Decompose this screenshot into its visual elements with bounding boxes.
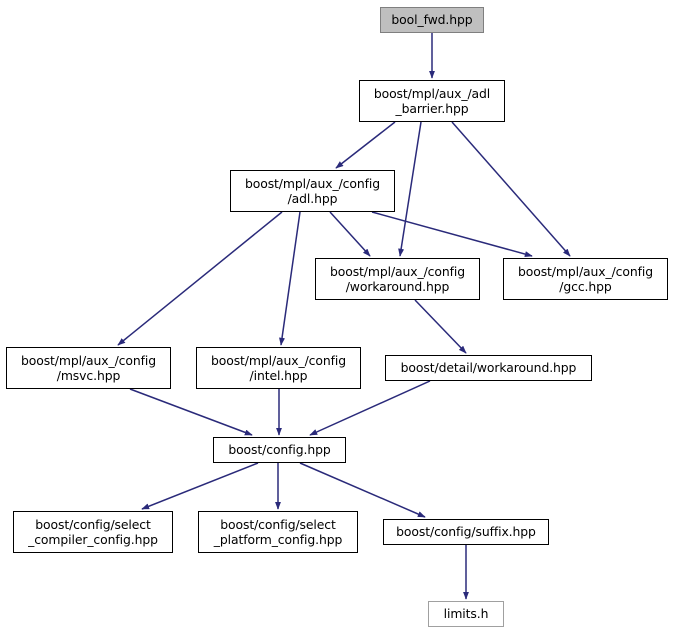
node-config_workaround[interactable]: boost/mpl/aux_/config /workaround.hpp [315, 258, 480, 300]
node-label-config_workaround: boost/mpl/aux_/config /workaround.hpp [329, 263, 466, 295]
edge-detail_workaround-to-boost_config [309, 380, 431, 436]
node-label-config_adl: boost/mpl/aux_/config /adl.hpp [244, 175, 381, 207]
node-label-config_intel: boost/mpl/aux_/config /intel.hpp [210, 352, 347, 384]
node-bool_fwd[interactable]: bool_fwd.hpp [380, 7, 484, 33]
node-label-select_platform: boost/config/select _platform_config.hpp [213, 516, 343, 548]
edge-config_adl-to-config_gcc [371, 211, 533, 257]
edge-boost_config-to-select_compiler [141, 462, 259, 510]
node-config_suffix[interactable]: boost/config/suffix.hpp [383, 519, 549, 545]
node-config_intel[interactable]: boost/mpl/aux_/config /intel.hpp [196, 347, 361, 389]
node-label-boost_config: boost/config.hpp [228, 442, 331, 458]
node-config_adl[interactable]: boost/mpl/aux_/config /adl.hpp [230, 170, 395, 212]
edge-config_workaround-to-detail_workaround [414, 299, 467, 354]
node-adl_barrier[interactable]: boost/mpl/aux_/adl _barrier.hpp [359, 80, 505, 122]
edge-adl_barrier-to-config_gcc [451, 121, 571, 257]
edge-config_adl-to-config_msvc [117, 211, 283, 346]
node-label-config_msvc: boost/mpl/aux_/config /msvc.hpp [20, 352, 157, 384]
edge-adl_barrier-to-config_adl [335, 121, 396, 169]
node-boost_config[interactable]: boost/config.hpp [213, 437, 346, 463]
node-label-detail_workaround: boost/detail/workaround.hpp [400, 360, 577, 376]
edge-config_msvc-to-boost_config [129, 388, 253, 436]
node-label-config_suffix: boost/config/suffix.hpp [396, 524, 536, 540]
node-label-bool_fwd: bool_fwd.hpp [391, 12, 473, 28]
node-label-select_compiler: boost/config/select _compiler_config.hpp [28, 516, 158, 548]
node-detail_workaround[interactable]: boost/detail/workaround.hpp [385, 355, 592, 381]
edge-adl_barrier-to-config_workaround [398, 121, 422, 257]
node-config_gcc[interactable]: boost/mpl/aux_/config /gcc.hpp [503, 258, 668, 300]
edge-config_adl-to-config_intel [279, 211, 301, 346]
edge-config_adl-to-config_workaround [329, 211, 371, 257]
node-label-limits_h: limits.h [443, 606, 489, 622]
node-label-config_gcc: boost/mpl/aux_/config /gcc.hpp [517, 263, 654, 295]
node-limits_h[interactable]: limits.h [428, 601, 504, 627]
node-config_msvc[interactable]: boost/mpl/aux_/config /msvc.hpp [6, 347, 171, 389]
node-label-adl_barrier: boost/mpl/aux_/adl _barrier.hpp [373, 85, 491, 117]
node-select_platform[interactable]: boost/config/select _platform_config.hpp [198, 511, 358, 553]
node-select_compiler[interactable]: boost/config/select _compiler_config.hpp [13, 511, 173, 553]
edge-boost_config-to-config_suffix [299, 462, 426, 518]
